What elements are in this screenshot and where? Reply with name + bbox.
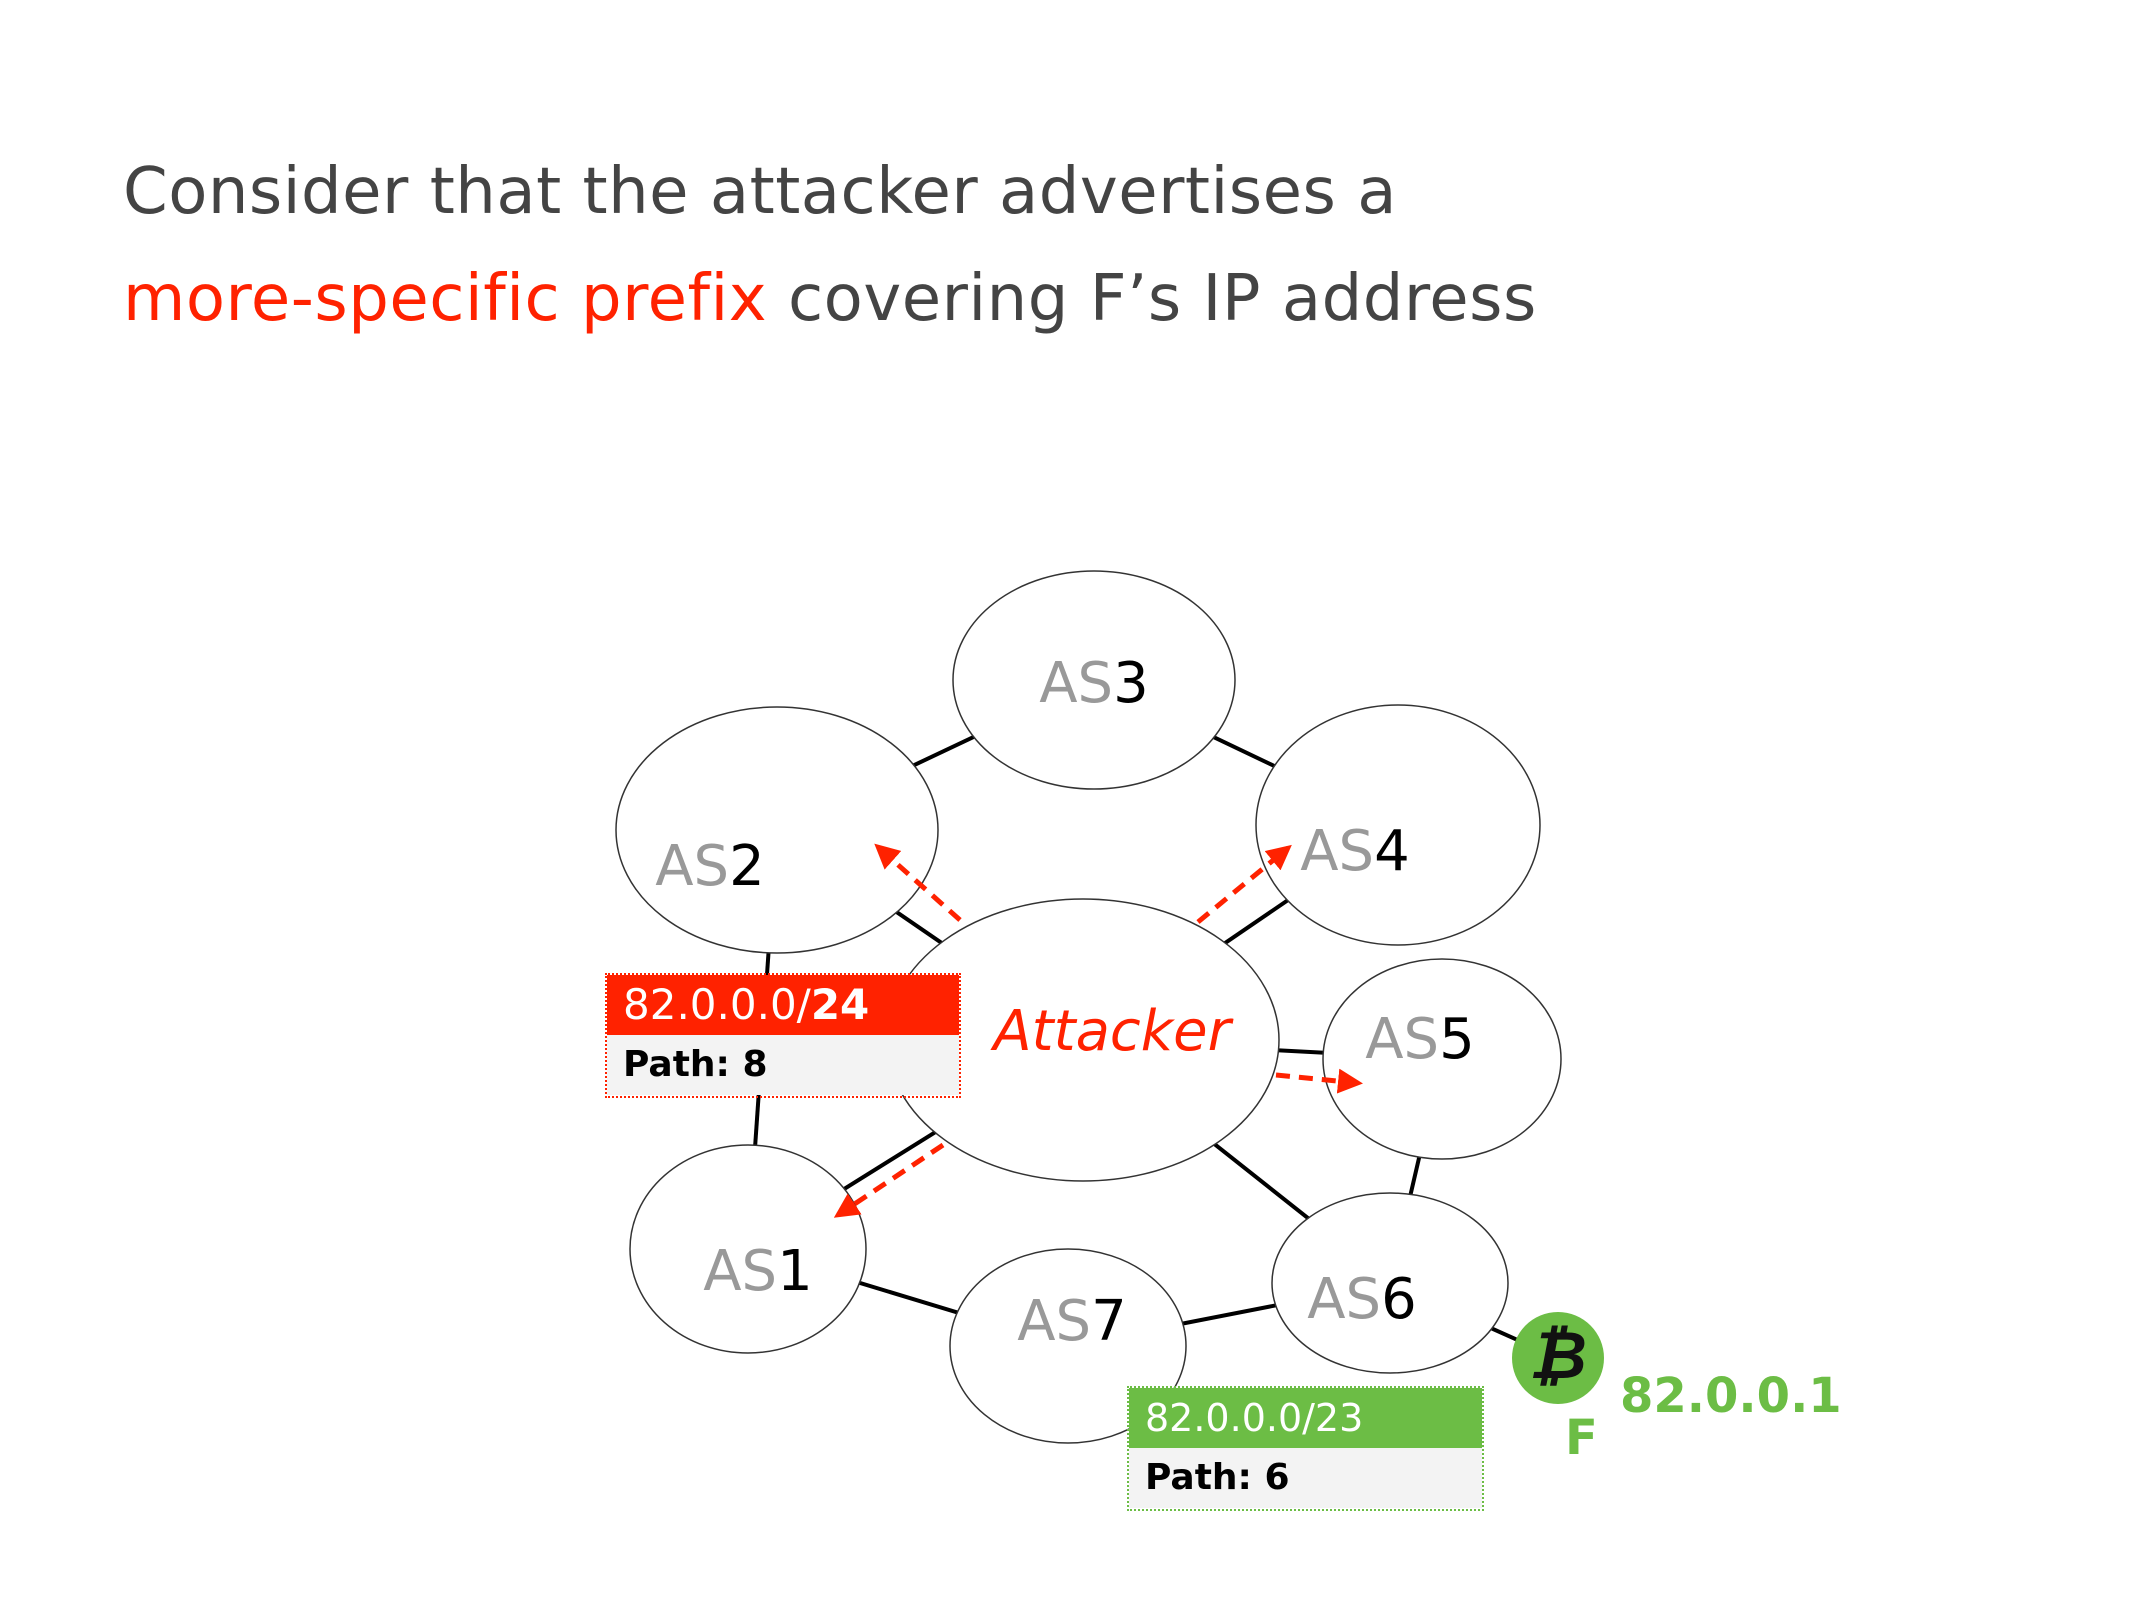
announcement-arrow-as1 (833, 1142, 945, 1218)
node-ellipse (629, 1144, 867, 1354)
node-as4: AS4 (1255, 704, 1541, 946)
node-label: AS7 (1017, 1289, 1127, 1354)
node-label: AS5 (1365, 1007, 1475, 1072)
node-label: AS3 (1039, 651, 1149, 716)
victim-node: ₿ (1512, 1312, 1604, 1404)
announcement-arrow-as4 (1196, 844, 1292, 924)
node-ellipse (1255, 704, 1541, 946)
node-label: AS4 (1300, 819, 1410, 884)
node-ellipse (952, 570, 1236, 790)
announcement-arrow-as2 (874, 843, 962, 922)
node-as5: AS5 (1322, 958, 1562, 1160)
node-ellipse (615, 706, 939, 954)
legit-path: Path: 6 (1129, 1448, 1482, 1508)
node-label: Attacker (990, 999, 1233, 1064)
node-as3: AS3 (952, 570, 1236, 790)
node-ellipse (1271, 1192, 1509, 1374)
victim-ip: 82.0.0.1 (1620, 1368, 1842, 1424)
attacker-prefix-length: 24 (810, 980, 870, 1029)
attacker-prefix: 82.0.0.0/24 (607, 975, 959, 1035)
bitcoin-glyph: ₿ (1529, 1317, 1587, 1394)
legit-route-box: 82.0.0.0/23 Path: 6 (1127, 1386, 1484, 1511)
announcement-arrow-as5 (1275, 1068, 1363, 1094)
attacker-route-box: 82.0.0.0/24 Path: 8 (605, 973, 961, 1098)
node-label: AS6 (1307, 1267, 1417, 1332)
node-as6: AS6 (1271, 1192, 1509, 1374)
bitcoin-icon (1512, 1312, 1604, 1404)
node-label: AS1 (703, 1239, 813, 1304)
highlight-more-specific-prefix: more-specific prefix (123, 262, 768, 336)
title-line-2: more-specific prefix covering F’s IP add… (123, 262, 1537, 336)
node-as2: AS2 (615, 706, 939, 954)
title-line-2-rest: covering F’s IP address (767, 262, 1537, 336)
victim-label: F (1565, 1410, 1598, 1466)
node-as1: AS1 (629, 1144, 867, 1354)
attacker-prefix-base: 82.0.0.0/ (623, 980, 811, 1029)
title-line-1: Consider that the attacker advertises a (123, 155, 1397, 229)
legit-prefix: 82.0.0.0/23 (1129, 1388, 1482, 1448)
node-ellipse (1322, 958, 1562, 1160)
attacker-path: Path: 8 (607, 1035, 959, 1095)
node-label: AS2 (655, 834, 765, 899)
